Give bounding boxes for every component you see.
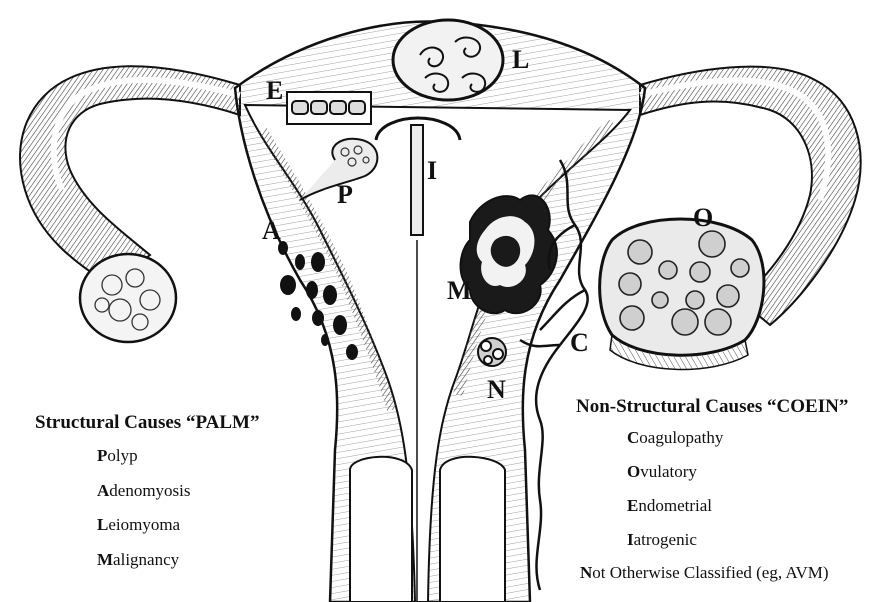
left-fallopian-tube: [20, 66, 240, 285]
label-l: L: [512, 47, 529, 73]
structural-heading: Structural Causes “PALM”: [35, 412, 259, 434]
cervix: [350, 457, 412, 602]
structural-item-adenomyosis: Adenomyosis: [97, 481, 191, 501]
label-e: E: [266, 78, 283, 104]
structural-item-malignancy: Malignancy: [97, 550, 179, 570]
nonstructural-heading: Non-Structural Causes “COEIN”: [576, 396, 848, 418]
nonstructural-item-ovulatory: Ovulatory: [627, 462, 697, 482]
nonstructural-item-iatrogenic: Iatrogenic: [627, 530, 697, 550]
nonstructural-item-endometrial: Endometrial: [627, 496, 712, 516]
structural-item-leiomyoma: Leiomyoma: [97, 515, 180, 535]
label-p: P: [337, 182, 353, 208]
left-ovary: [80, 254, 176, 342]
label-m: M: [447, 278, 472, 304]
nonstructural-item-not-otherwise-classified: Not Otherwise Classified (eg, AVM): [580, 563, 829, 583]
nonstructural-item-coagulopathy: Coagulopathy: [627, 428, 723, 448]
label-o: O: [693, 205, 713, 231]
structural-item-polyp: Polyp: [97, 446, 138, 466]
label-n: N: [487, 377, 506, 403]
label-a: A: [262, 218, 281, 244]
label-i: I: [427, 158, 437, 184]
label-c: C: [570, 330, 589, 356]
avm-lesion: [478, 338, 506, 366]
